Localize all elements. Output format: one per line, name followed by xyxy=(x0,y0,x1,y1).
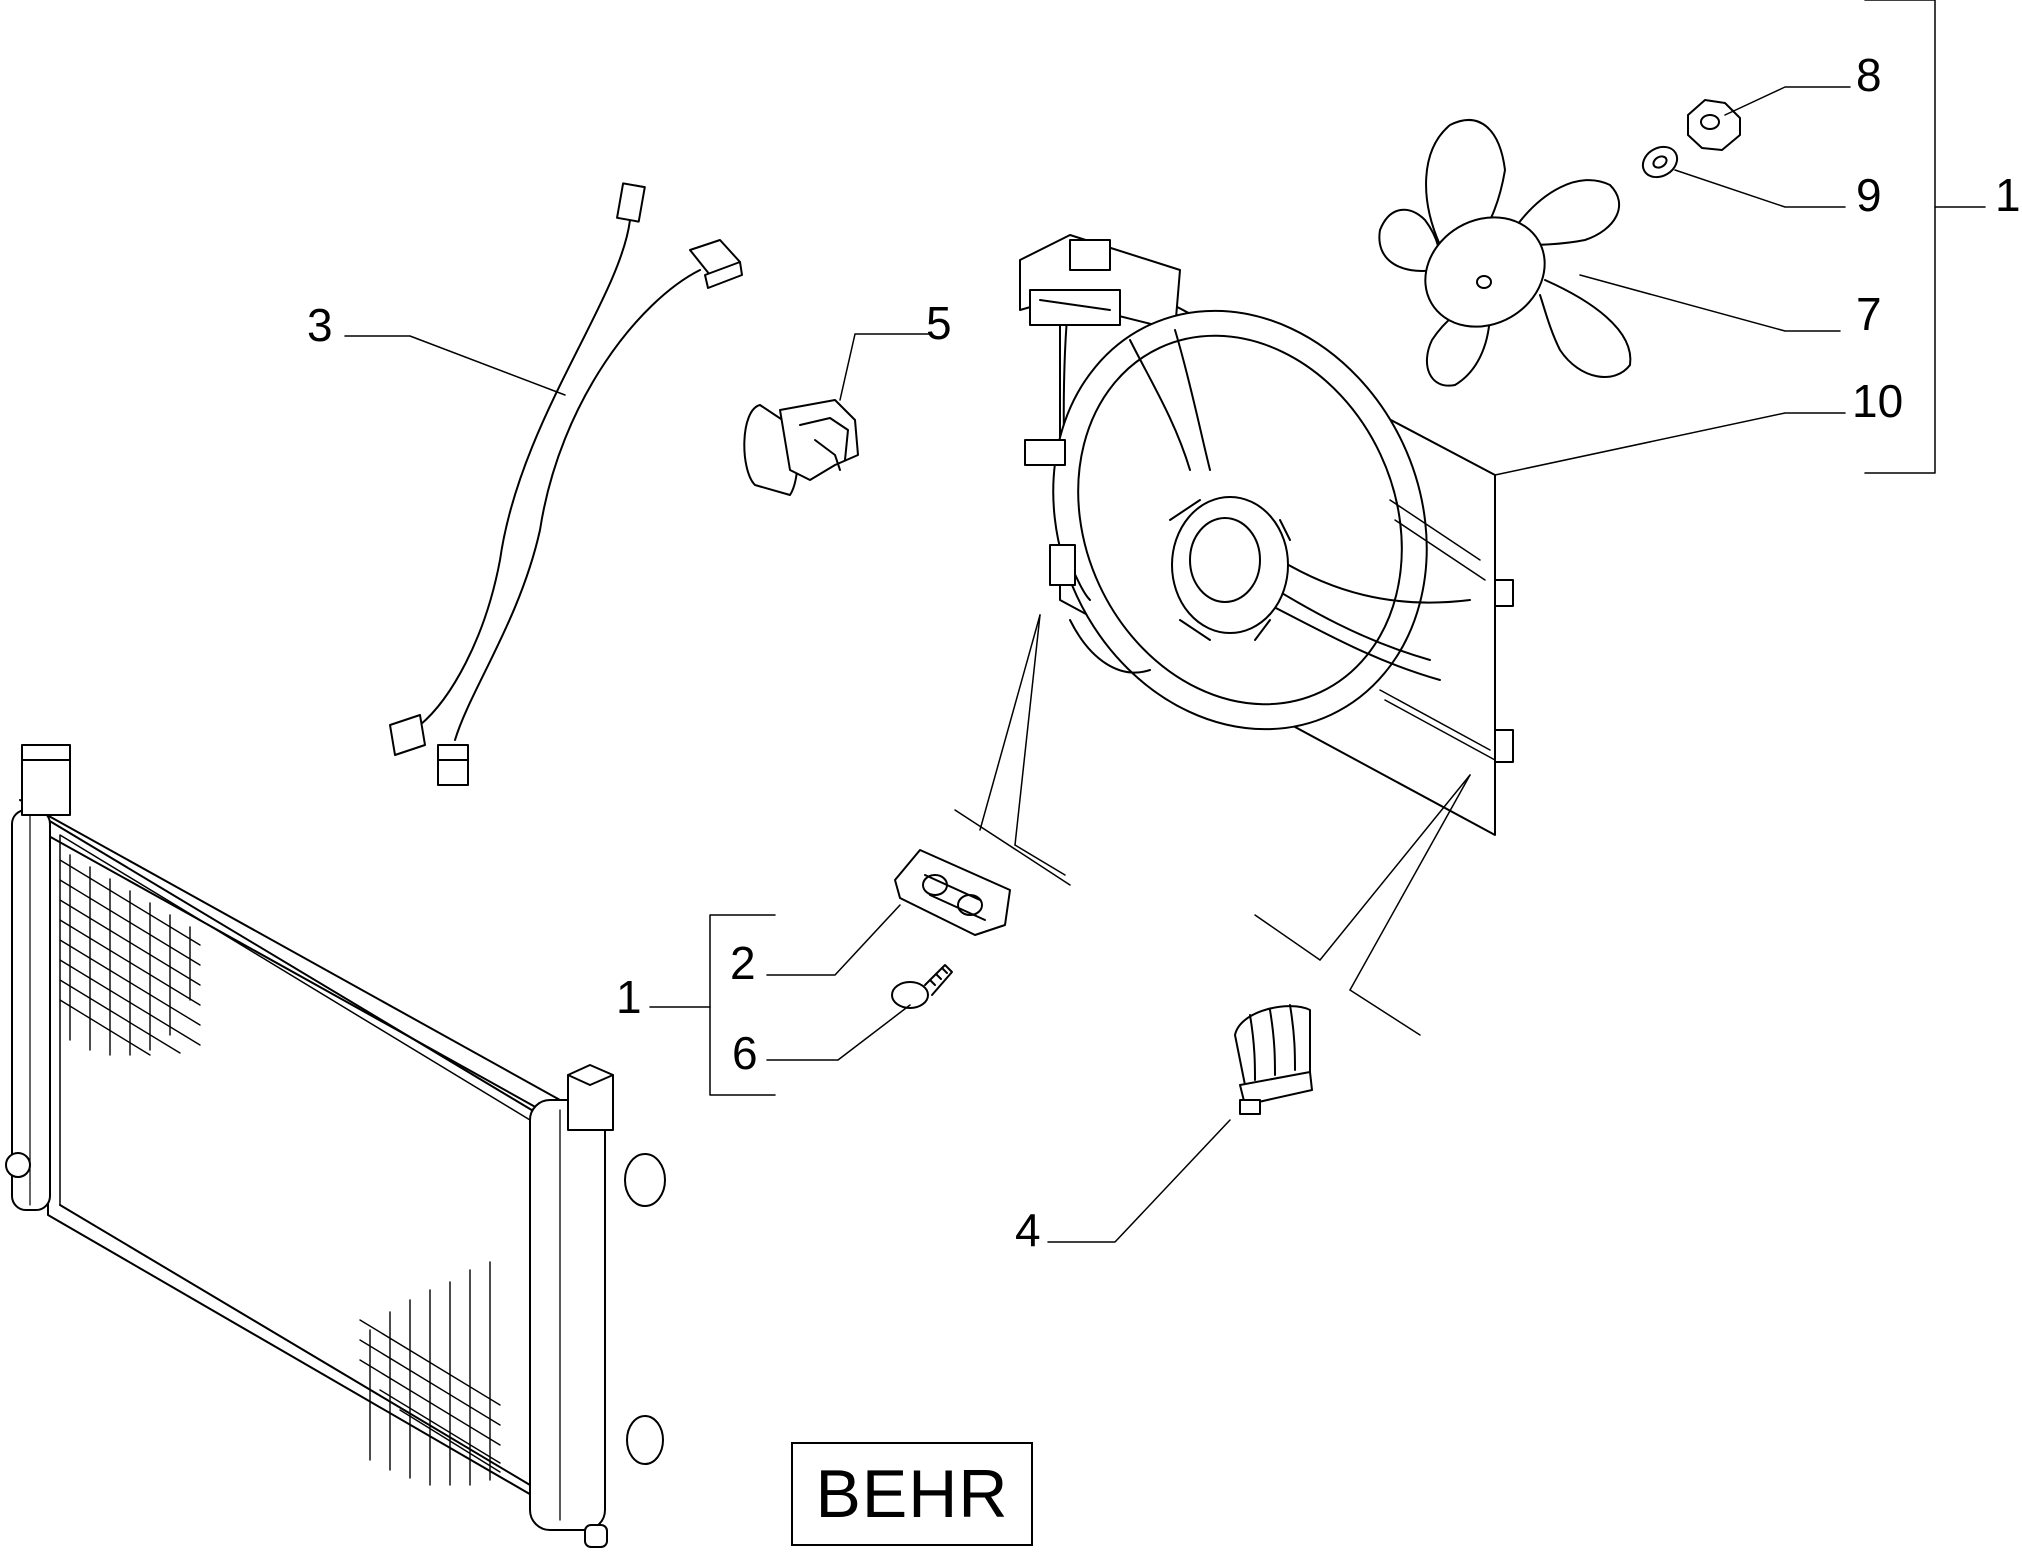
nut xyxy=(1687,99,1741,151)
washer xyxy=(1641,145,1679,179)
fan-shroud xyxy=(1019,234,1514,836)
callout-8: 8 xyxy=(1856,49,1882,101)
brand-label: BEHR xyxy=(815,1456,1009,1532)
brand-label-box: BEHR xyxy=(791,1442,1033,1546)
fan-blade xyxy=(1378,119,1632,387)
callout-4: 4 xyxy=(1015,1204,1041,1256)
callout-6: 6 xyxy=(732,1027,758,1079)
screw xyxy=(891,964,953,1009)
callout-10: 10 xyxy=(1852,375,1904,427)
callout-1-left: 1 xyxy=(616,971,642,1023)
clip-part xyxy=(743,399,859,496)
assembly-guide-lines xyxy=(954,614,1471,1036)
callout-3: 3 xyxy=(307,299,333,351)
callout-9: 9 xyxy=(1856,169,1882,221)
leader-lines xyxy=(344,0,1986,1243)
spring-clip xyxy=(1234,1004,1313,1115)
mounting-bracket xyxy=(894,849,1011,936)
radiator xyxy=(5,744,666,1548)
callout-7: 7 xyxy=(1856,288,1882,340)
wiring-harness xyxy=(389,182,743,786)
callout-5: 5 xyxy=(926,297,952,349)
callout-1-right: 1 xyxy=(1995,169,2021,221)
callout-2: 2 xyxy=(730,937,756,989)
